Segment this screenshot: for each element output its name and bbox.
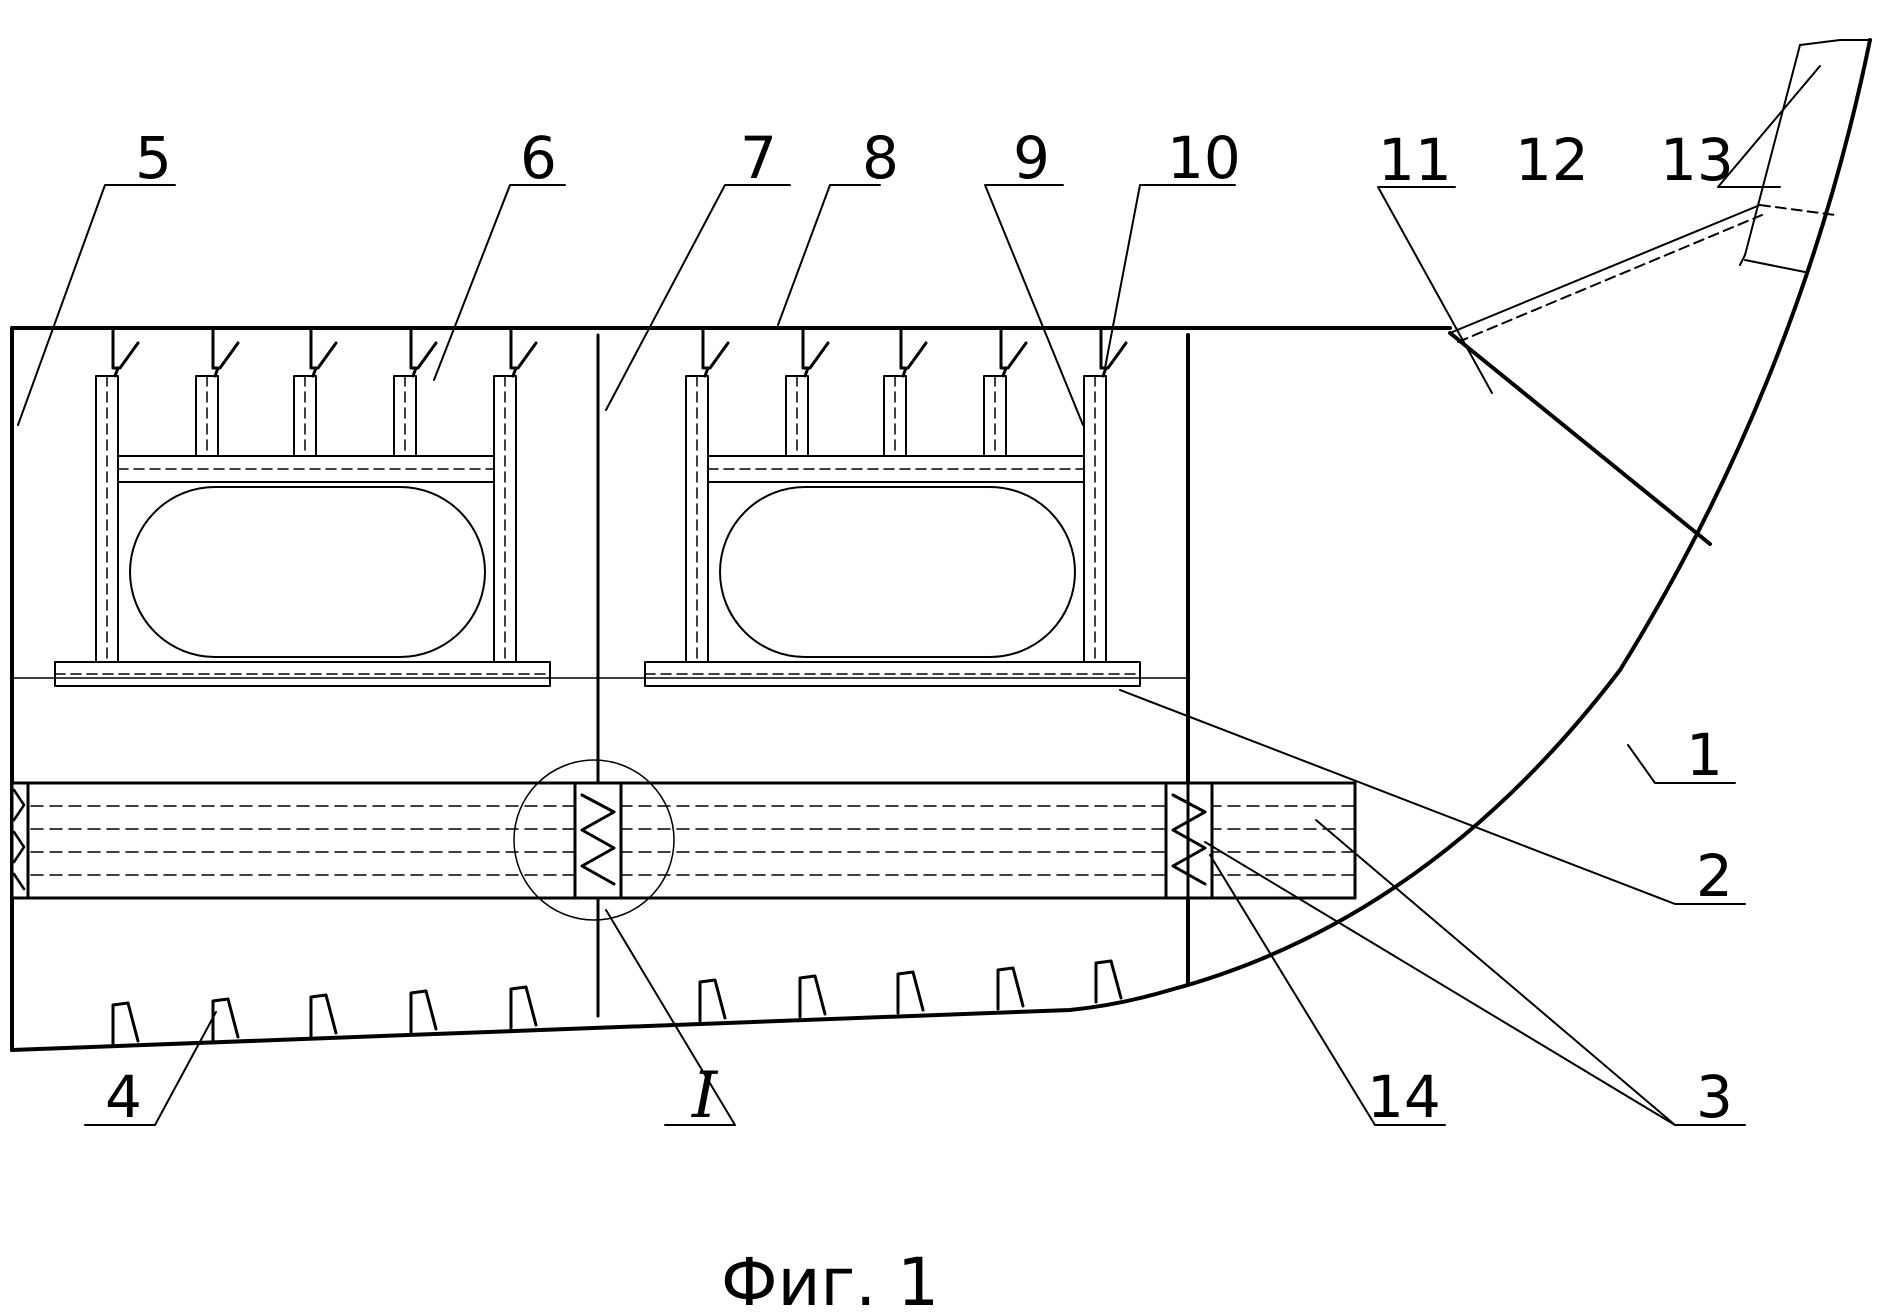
label-11: 11	[1378, 126, 1452, 194]
bottom-line	[10, 988, 1172, 1052]
label-13: 13	[1660, 126, 1734, 194]
label-14: 14	[1367, 1063, 1441, 1131]
part-12	[1449, 204, 1763, 343]
label-6: 6	[520, 124, 557, 192]
leader-lines	[17, 65, 1821, 1126]
label-detail-I: I	[691, 1059, 719, 1133]
label-2: 2	[1696, 842, 1733, 910]
bottom-longitudinals	[111, 959, 1123, 1046]
pipeline-3	[10, 781, 1357, 900]
label-7: 7	[740, 124, 777, 192]
label-4: 4	[105, 1063, 142, 1131]
detail-circle-I	[513, 759, 675, 921]
label-10: 10	[1167, 124, 1241, 192]
opening-left	[129, 486, 486, 658]
label-9: 9	[1013, 124, 1050, 192]
stem-13	[1739, 39, 1871, 273]
bulkhead-11	[1448, 331, 1712, 546]
frame-assembly-right	[644, 375, 1141, 687]
frame-assembly-left	[54, 375, 551, 687]
figure-caption: Фиг. 1	[721, 1244, 939, 1312]
label-8: 8	[862, 124, 899, 192]
label-12: 12	[1515, 126, 1589, 194]
label-1: 1	[1686, 721, 1723, 789]
label-5: 5	[135, 124, 172, 192]
opening-right	[719, 486, 1076, 658]
label-3: 3	[1696, 1063, 1733, 1131]
